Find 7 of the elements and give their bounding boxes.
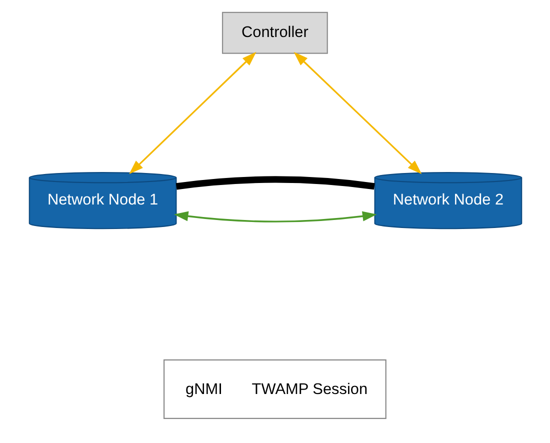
arrow [173,211,376,222]
arrow [293,52,422,174]
legend-label: gNMI [185,380,222,398]
legend-label: TWAMP Session [251,380,368,398]
node-box: Controller [221,12,328,54]
arrow [128,52,256,174]
connector [175,176,374,190]
